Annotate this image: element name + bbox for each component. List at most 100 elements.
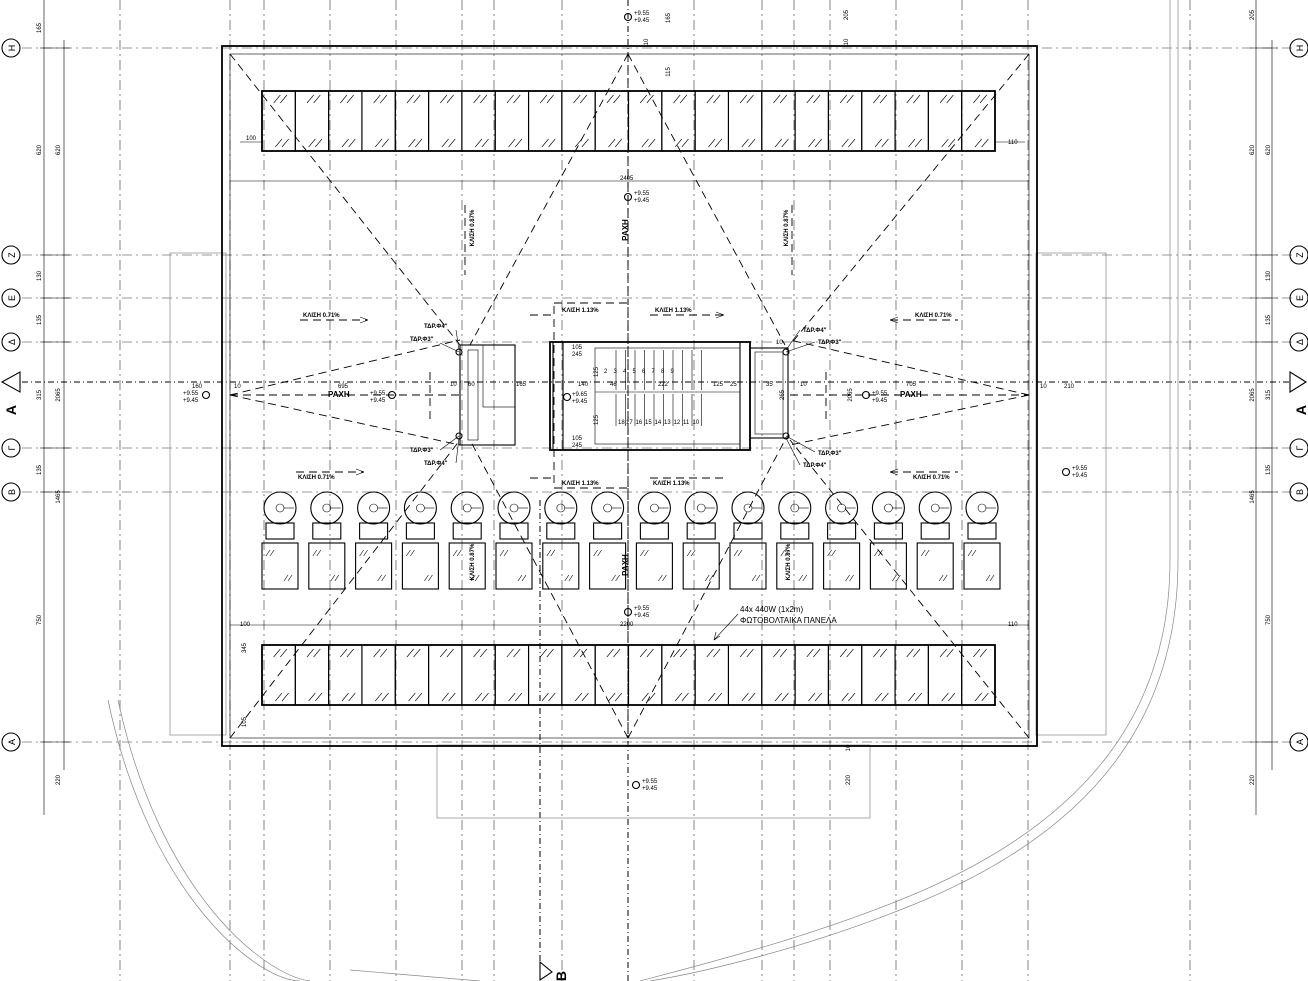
level-right-inner-a: +9.55 xyxy=(872,391,888,397)
pv-panel xyxy=(927,644,963,706)
slope-core-top: ΚΛΙΣΗ 1.13% xyxy=(562,308,599,314)
dim-bottom-span: 2200 xyxy=(620,622,634,628)
dim-left-1465: 1465 xyxy=(56,490,62,504)
pv-panel xyxy=(527,644,563,706)
roof-slab xyxy=(221,45,1038,747)
drain-bl-b: ΤΔΡ.Φ3" xyxy=(410,448,434,454)
dim-core-125c: 125 xyxy=(594,414,600,425)
dim-top-10a: 10 xyxy=(644,38,650,45)
level-bottom-a: +9.55 xyxy=(642,779,658,785)
dim-left-135: 135 xyxy=(37,314,43,325)
section-a-right: Α xyxy=(1293,405,1308,415)
drain-tl-b: ΤΔΡ.Φ3" xyxy=(410,337,434,343)
dim-top-panel-right: 110 xyxy=(1008,140,1018,146)
stair-step-up: 2 xyxy=(604,369,608,375)
section-arrow-left-icon xyxy=(0,371,21,393)
solar-heater-unit xyxy=(495,491,533,590)
pv-panel xyxy=(561,90,596,152)
pv-panel xyxy=(827,644,863,706)
dim-top-165: 165 xyxy=(666,12,672,23)
dim-right-2065: 2065 xyxy=(1250,388,1256,402)
axis-label-a-left: Α xyxy=(7,739,17,745)
slope-center-top: ΚΛΙΣΗ 1.13% xyxy=(655,308,692,314)
drain-tr-b: ΤΔΡ.Φ3" xyxy=(818,340,842,346)
dim-left-130: 130 xyxy=(37,270,43,281)
axis-label-h-left: Η xyxy=(7,45,17,52)
dim-right-205: 205 xyxy=(1250,9,1256,20)
solar-heater-unit xyxy=(401,491,439,590)
solar-heater-unit xyxy=(261,491,299,590)
axis-label-d-right: Δ xyxy=(1295,339,1305,345)
solar-heater-unit xyxy=(916,491,954,590)
stair-step-down: 11 xyxy=(683,420,690,426)
solar-heater-unit xyxy=(869,491,907,590)
dim-bottom-220: 220 xyxy=(846,774,852,785)
dim-core-265: 265 xyxy=(780,389,786,400)
level-left-edge-b: +9.45 xyxy=(183,398,199,404)
dim-left-315: 315 xyxy=(37,389,43,400)
dim-left-160: 160 xyxy=(192,384,203,390)
pv-panel xyxy=(827,90,863,152)
dim-right-315: 315 xyxy=(1266,389,1272,400)
slope-top-right: ΚΛΙΣΗ 0.87% xyxy=(784,209,790,246)
dim-core-25: 25 xyxy=(730,382,737,388)
dim-core-2065: 2065 xyxy=(848,388,854,402)
stair-step-up: 8 xyxy=(661,369,665,375)
grid-lines xyxy=(22,0,1292,981)
dim-core-140: 140 xyxy=(578,382,589,388)
dim-core-35: 35 xyxy=(766,382,773,388)
dim-core-10r: 10 xyxy=(776,340,783,346)
solar-heater-unit xyxy=(355,491,393,590)
dim-core-222: 222 xyxy=(658,382,669,388)
solar-heater-unit xyxy=(308,491,346,590)
pv-panel xyxy=(328,90,363,152)
dim-left-620: 620 xyxy=(37,144,43,155)
dim-right-705: 705 xyxy=(906,382,917,388)
dim-right-10: 10 xyxy=(1040,384,1047,390)
axis-bubbles-right: Η Ζ Ε Δ Γ Β Α Α xyxy=(1289,38,1308,752)
slope-bottom-right: ΚΛΙΣΗ 0.87% xyxy=(786,543,792,580)
pv-panel xyxy=(361,644,396,706)
level-marker-left-edge: +9.55 +9.45 xyxy=(183,390,211,404)
dim-right-1465: 1465 xyxy=(1250,490,1256,504)
pv-panel xyxy=(727,644,763,706)
dim-bottom-10: 10 xyxy=(846,744,852,751)
solar-heater-unit xyxy=(682,491,720,590)
dim-top-115: 115 xyxy=(666,67,672,77)
dim-left-620b: 620 xyxy=(56,144,62,155)
dim-core-60: 60 xyxy=(468,382,475,388)
axis-label-e-left: Ε xyxy=(7,295,17,301)
drain-tl-a: ΤΔΡ.Φ4" xyxy=(424,324,448,330)
level-bottom-b: +9.45 xyxy=(642,786,658,792)
slope-center-bottom: ΚΛΙΣΗ 1.13% xyxy=(653,481,690,487)
dim-left-10: 10 xyxy=(234,384,241,390)
pv-panel xyxy=(694,90,730,152)
dim-core-125: 125 xyxy=(713,382,724,388)
stair-step-up: 3 xyxy=(614,369,618,375)
section-a-left: Α xyxy=(3,405,19,415)
level-markers: +9.55 +9.45 +9.55 +9.45 +9.55 +9.45 +9.5… xyxy=(183,11,1088,792)
axis-label-d-left: Δ xyxy=(7,339,17,345)
axis-label-z-right: Ζ xyxy=(1295,252,1305,258)
dim-top-span: 2405 xyxy=(620,176,634,182)
pv-panel xyxy=(494,644,530,706)
left-dimension-chain: 165 620 620 130 135 315 2065 135 1465 75… xyxy=(37,0,70,815)
pv-annotation: 44x 440W (1x2m) ΦΩΤΟΒΟΛΤΑΙΚΑ ΠΑΝΕΛΑ xyxy=(713,605,837,641)
solar-heater-unit xyxy=(963,491,1001,590)
axis-label-b-left: Β xyxy=(7,489,17,495)
slope-left-upper: ΚΛΙΣΗ 0.71% xyxy=(303,313,340,319)
top-dimensions: 10 165 115 205 10 100 110 2405 xyxy=(240,9,1025,182)
dim-left-220: 220 xyxy=(56,774,62,785)
pv-panel xyxy=(561,644,596,706)
stair-step-up: 5 xyxy=(633,369,637,375)
level-marker-upper: +9.55 +9.45 xyxy=(623,191,650,204)
dim-right-220: 220 xyxy=(1250,774,1256,785)
pv-panel xyxy=(627,90,663,152)
dim-left-750: 750 xyxy=(37,614,43,625)
level-marker-left-inner: +9.55 +9.45 xyxy=(370,390,397,404)
stair-step-down: 14 xyxy=(655,420,662,426)
stair-step-down: 12 xyxy=(674,420,681,426)
pv-panel xyxy=(927,90,963,152)
